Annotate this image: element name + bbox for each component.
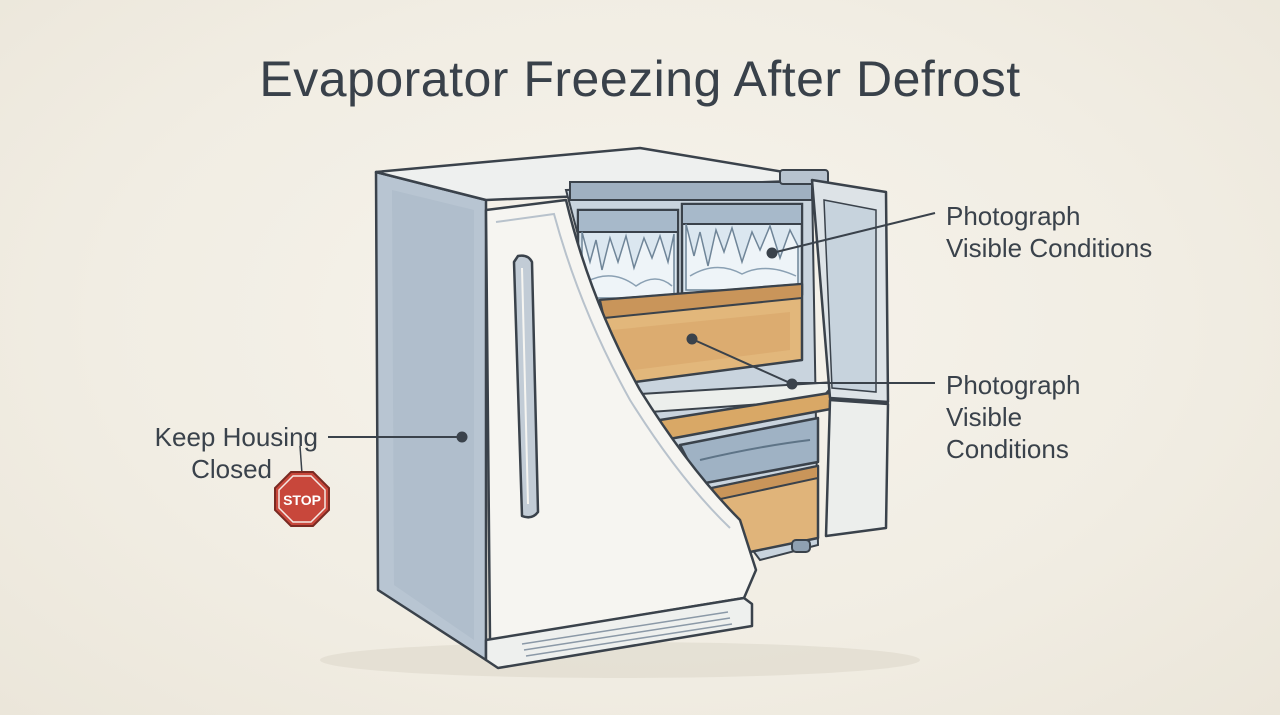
callout-middle-line3: Conditions [946, 434, 1069, 464]
leader-dot-middle-b [786, 378, 798, 390]
top-rail [569, 181, 813, 201]
callout-top-line2: Visible Conditions [946, 233, 1153, 263]
callout-middle-line2: Visible [946, 402, 1023, 432]
callout-left-line1: Keep Housing [154, 422, 318, 452]
freezer-bin-left [576, 208, 680, 304]
stop-sign-icon: STOP [274, 471, 330, 527]
cabinet-base [484, 596, 754, 670]
door-handle [512, 254, 540, 519]
stop-sign-text: STOP [283, 492, 321, 508]
drawer-foot [791, 539, 811, 553]
callout-left-label: Keep Housing Closed [120, 421, 318, 485]
page-title: Evaporator Freezing After Defrost [259, 51, 1021, 107]
callout-middle-line1: Photograph [946, 370, 1081, 400]
front-door [484, 198, 758, 642]
leader-line-top [771, 212, 936, 254]
cabinet-side-shade [392, 190, 474, 640]
leader-line-middle [691, 338, 935, 384]
leader-dot-middle-a [686, 333, 698, 345]
callout-top-line1: Photograph [946, 201, 1081, 231]
callout-middle-label: Photograph Visible Conditions [946, 369, 1080, 465]
stop-sign-hanger [299, 445, 303, 475]
leader-dot-top [766, 247, 778, 259]
callout-left-line2: Closed [191, 454, 272, 484]
right-open-door [810, 178, 890, 538]
callout-top-label: Photograph Visible Conditions [946, 200, 1152, 264]
freezer-bin-right [680, 202, 804, 296]
leader-dot-left [456, 431, 468, 443]
wooden-drawer-lower [710, 464, 820, 554]
